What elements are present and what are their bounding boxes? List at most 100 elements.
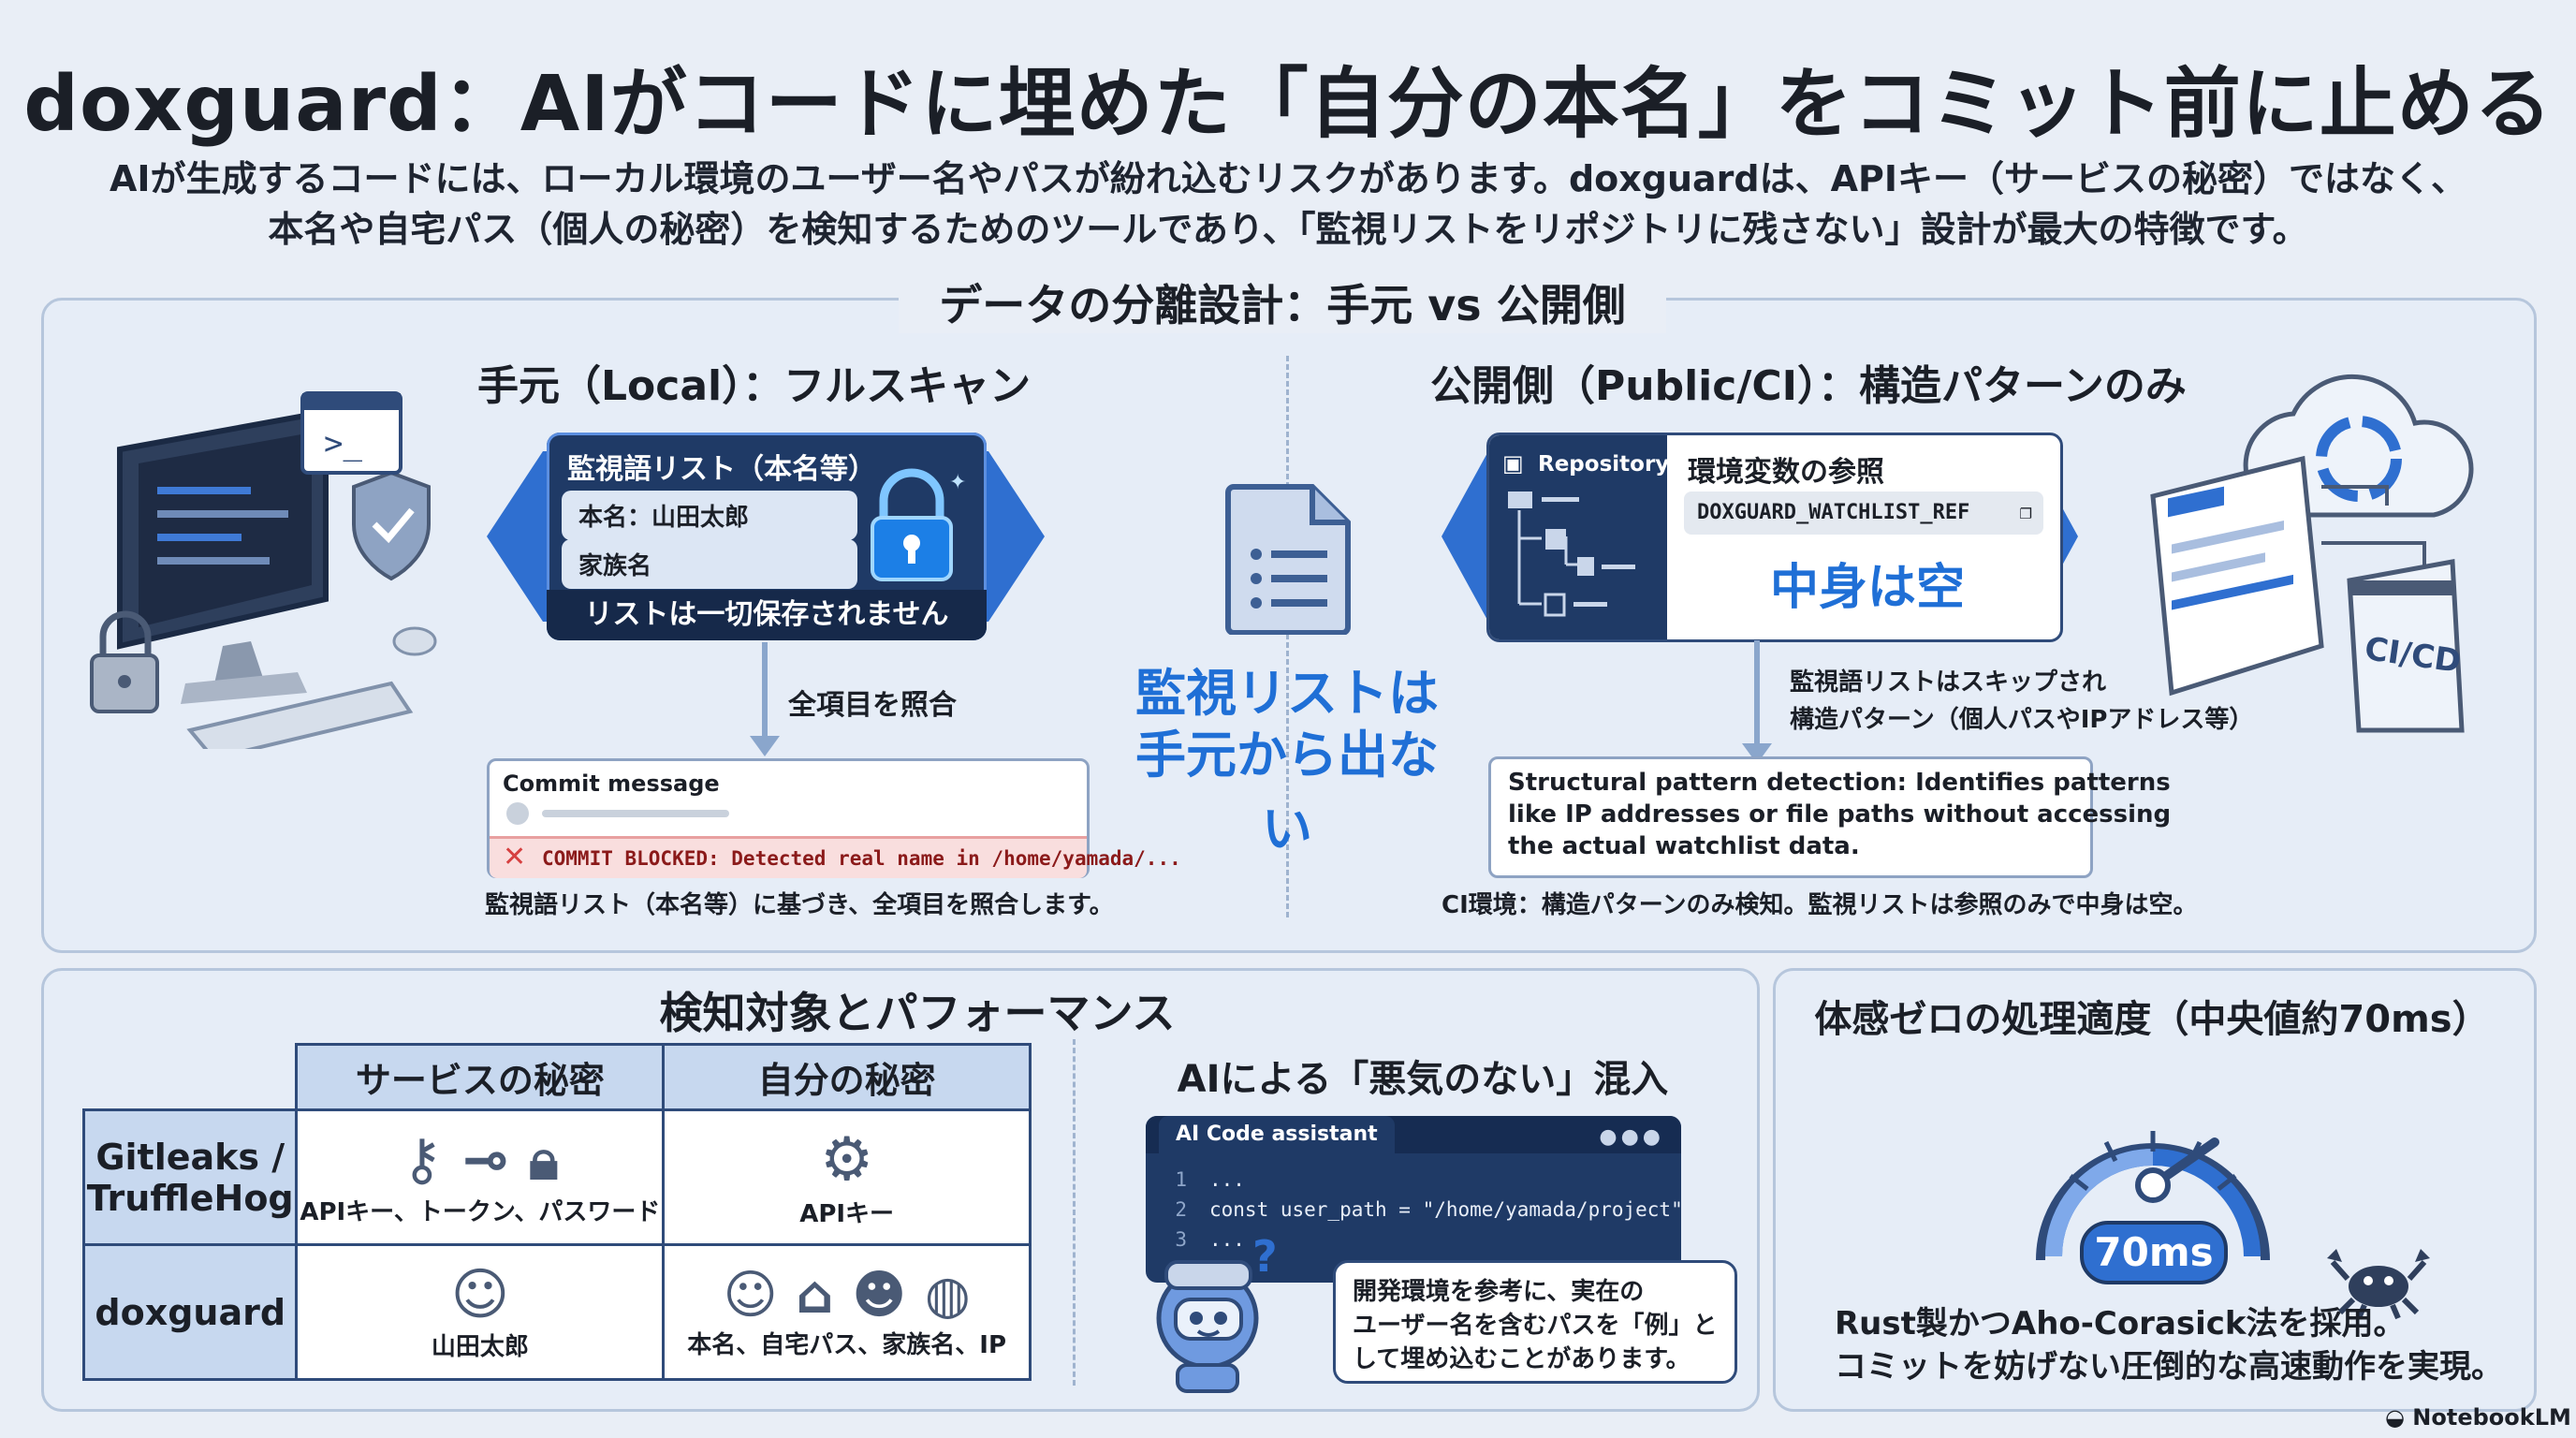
empty-value-text: 中身は空: [1769, 560, 1965, 616]
performance-line-1: Rust製かつAho-Corasick法を採用。: [1835, 1305, 2406, 1343]
local-arrow-label: 全項目を照合: [788, 689, 957, 722]
cell-gitleaks-service: ⚷ ⊸ 🔒︎ APIキー、トークン、パスワード: [295, 1108, 666, 1246]
performance-panel: [1773, 968, 2537, 1412]
detection-divider: [1073, 1039, 1076, 1386]
cell-doxguard-service: ☺ 山田太郎: [295, 1243, 666, 1381]
public-arrow-label-1: 監視語リストはスキップされ: [1790, 668, 2107, 697]
bubble-line-3: して埋め込むことがあります。: [1353, 1345, 1690, 1373]
gauge-value-badge: 70ms: [2080, 1221, 2228, 1284]
row-header-gitleaks: Gitleaks / TruffleHog: [81, 1108, 299, 1246]
svg-text:✦: ✦: [949, 471, 966, 494]
cell-gitleaks-personal: ⚙ APIキー: [662, 1108, 1032, 1246]
env-var-name: DOXGUARD_WATCHLIST_REF: [1697, 501, 1970, 524]
public-caption: CI環境：構造パターンのみ検知。監視リストは参照のみで中身は空。: [1442, 891, 2198, 919]
gear-icon: ⚙: [819, 1125, 874, 1195]
svg-text:?: ?: [1252, 1234, 1278, 1282]
ai-robot-icon: ?: [1156, 1234, 1278, 1393]
cell-doxguard-personal: ☺ ⌂ ☻ ◍ 本名、自宅パス、家族名、IP: [662, 1243, 1032, 1381]
local-caption: 監視語リスト（本名等）に基づき、全項目を照合します。: [485, 891, 1114, 919]
center-message-line-2: 手元から出ない: [1135, 726, 1439, 858]
subtitle-line-2: 本名や自宅パス（個人の秘密）を検知するためのツールであり、「監視リストをリポジト…: [268, 209, 2308, 250]
code-line: 2 const user_path = "/home/yamada/project…: [1146, 1195, 1681, 1225]
row-header-gitleaks-line-2: TruffleHog: [86, 1177, 294, 1219]
commit-blocked-text: COMMIT BLOCKED: Detected real name in /h…: [542, 847, 1181, 870]
ai-speech-bubble: 開発環境を参考に、実在の ユーザー名を含むパスを「例」と して埋め込むことがあり…: [1333, 1260, 1737, 1384]
editor-tab[interactable]: AI Code assistant: [1159, 1116, 1395, 1153]
code-line-number: 3: [1175, 1228, 1187, 1251]
speedometer-gauge-icon: [2036, 1131, 2270, 1261]
commit-message-label: Commit message: [503, 770, 720, 797]
code-line-text: const user_path = "/home/yamada/project"…: [1209, 1198, 1681, 1221]
cell-doxguard-personal-text: 本名、自宅パス、家族名、IP: [687, 1330, 1006, 1359]
notebooklm-brand: ◒ NotebookLM: [2385, 1404, 2571, 1431]
cell-doxguard-service-text: 山田太郎: [431, 1333, 529, 1361]
repo-icon: ▣: [1502, 450, 1524, 477]
svg-text:>_: >_: [324, 425, 362, 462]
detect-line-2: like IP addresses or file paths without …: [1508, 800, 2172, 829]
repo-sidebar: ▣ Repository: [1489, 435, 1670, 639]
cloud-ci-illustration-icon: CI/CD: [2150, 374, 2474, 733]
env-var-field: DOXGUARD_WATCHLIST_REF ❐: [1684, 492, 2043, 535]
computer-illustration-icon: >_: [90, 391, 437, 749]
public-arrow-label-2: 構造パターン（個人パスやIPアドレス等）: [1790, 706, 2254, 734]
bubble-line-2: ユーザー名を含むパスを「例」と: [1353, 1312, 1718, 1340]
ai-title: AIによる「悪気のない」混入: [1177, 1058, 1669, 1101]
watchlist-card: 監視語リスト（本名等） 本名：山田太郎 家族名 リストは一切保存されません ✦: [547, 433, 987, 640]
detection-title: 検知対象とパフォーマンス: [659, 988, 1176, 1038]
ai-code-editor: AI Code assistant ●●● 1... 2 const user_pa…: [1146, 1116, 1681, 1283]
watchlist-card-footer: リストは一切保存されません: [547, 590, 987, 640]
folder-tree-icon: [1508, 492, 1635, 617]
commit-avatar: [506, 802, 529, 825]
document-icon: [1225, 484, 1351, 635]
col-header-service-secret: サービスの秘密: [295, 1043, 666, 1111]
code-lines: 1... 2 const user_path = "/home/yamada/pro…: [1146, 1165, 1681, 1255]
commit-placeholder-line: [542, 810, 729, 817]
col-header-personal-secret: 自分の秘密: [662, 1043, 1032, 1111]
local-arrow: [762, 642, 768, 736]
subtitle-line-1: AIが生成するコードには、ローカル環境のユーザー名やパスが紛れ込むリスクがありま…: [109, 158, 2467, 199]
local-arrow-head: [750, 736, 780, 756]
code-line-text: ...: [1209, 1168, 1245, 1191]
performance-title: 体感ゼロの処理適度（中央値約70ms）: [1814, 998, 2490, 1041]
copy-icon[interactable]: ❐: [2019, 501, 2032, 524]
person-icon: ☺: [450, 1262, 510, 1328]
detect-line-3: the actual watchlist data.: [1508, 832, 1860, 860]
watchlist-card-title: 監視語リスト（本名等）: [567, 453, 876, 486]
code-line: 1...: [1146, 1165, 1681, 1195]
center-message-line-1: 監視リストは: [1135, 664, 1439, 723]
editor-titlebar: AI Code assistant ●●●: [1146, 1116, 1681, 1153]
lock-icon: ✦: [871, 468, 966, 581]
code-line: 3...: [1146, 1225, 1681, 1255]
code-line-text: ...: [1209, 1228, 1245, 1251]
notebooklm-label: NotebookLM: [2412, 1404, 2571, 1431]
center-divider: [1286, 356, 1289, 917]
watchlist-item-family-name: 家族名: [562, 539, 857, 589]
performance-line-2: コミットを妨げない圧倒的な高速動作を実現。: [1835, 1348, 2503, 1386]
notebooklm-logo-icon: ◒: [2385, 1404, 2413, 1431]
repo-label: Repository: [1538, 452, 1670, 477]
error-x-icon: ✕: [503, 841, 527, 873]
code-line-number: 2: [1175, 1198, 1187, 1221]
table-corner: [84, 1045, 297, 1110]
cell-gitleaks-service-text: APIキー、トークン、パスワード: [300, 1198, 661, 1226]
commit-message-card: Commit message ✕ COMMIT BLOCKED: Detecte…: [487, 758, 1181, 878]
key-token-lock-icons: ⚷ ⊸ 🔒︎: [401, 1127, 559, 1193]
env-ref-title: 環境変数の参照: [1688, 456, 1884, 489]
detection-table: サービスの秘密 自分の秘密 Gitleaks / TruffleHog ⚷ ⊸ …: [81, 1043, 1032, 1381]
cell-gitleaks-personal-text: APIキー: [799, 1200, 895, 1228]
detect-line-1: Structural pattern detection: Identifies…: [1508, 769, 2171, 797]
separation-title: データの分離設計：手元 vs 公開側: [899, 271, 1666, 333]
rust-crab-icon: [2327, 1249, 2430, 1320]
watchlist-item-real-name: 本名：山田太郎: [562, 491, 857, 540]
public-arrow: [1754, 640, 1760, 743]
commit-blocked-bar: ✕ COMMIT BLOCKED: Detected real name in …: [490, 836, 1181, 878]
person-home-family-globe-icons: ☺ ⌂ ☻ ◍: [723, 1264, 971, 1326]
structural-detection-card: Structural pattern detection: Identifies…: [1488, 756, 2171, 878]
local-title: 手元（Local）：フルスキャン: [477, 362, 1032, 410]
public-repo-card: ▣ Repository 環境変数の参照 DOXGUARD_WATCHLIST_…: [1486, 433, 2063, 642]
code-line-number: 1: [1175, 1168, 1187, 1191]
public-title: 公開側（Public/CI）：構造パターンのみ: [1430, 362, 2187, 410]
row-header-doxguard: doxguard: [81, 1243, 299, 1381]
window-dots-icon: ●●●: [1599, 1125, 1664, 1149]
page-title: doxguard：AIがコードに埋めた「自分の本名」をコミット前に止める: [23, 60, 2553, 149]
